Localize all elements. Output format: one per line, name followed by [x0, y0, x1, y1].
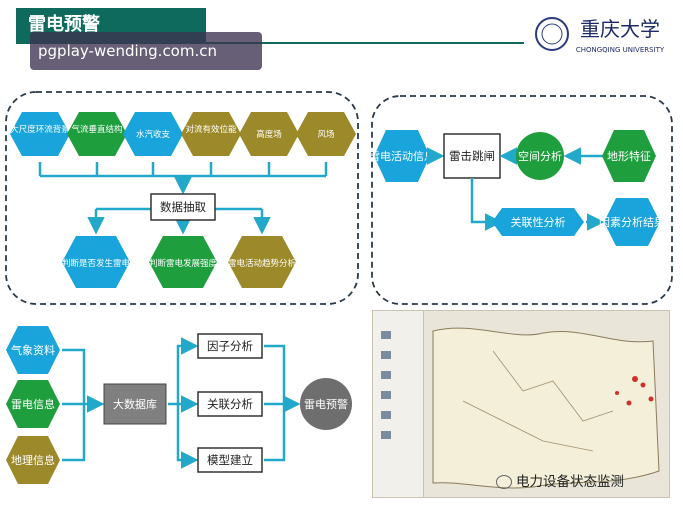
panel1-frame	[5, 91, 359, 305]
source-label-4: 对流有效位能	[185, 124, 237, 135]
terrain-hex: 地形特征	[602, 130, 656, 182]
source-hex-1: 大尺度环流背景	[10, 112, 70, 156]
seal-icon	[535, 17, 569, 51]
data-extract-box	[150, 193, 216, 221]
title-underline	[16, 42, 524, 44]
input-label-2: 雷电信息	[11, 397, 55, 411]
source-hex-6: 风场	[296, 112, 356, 156]
logo-text-en: CHONGQING UNIVERSITY	[576, 46, 665, 54]
trip-box	[443, 133, 501, 179]
space-circle	[516, 132, 564, 180]
input-hex-1: 气象资料	[6, 326, 60, 374]
model-label: 模型建立	[207, 453, 253, 467]
output-hex-2: 判断雷电发展强度	[149, 236, 218, 288]
footer-caption: 电力设备状态监测	[496, 470, 683, 496]
terrain-label: 地形特征	[607, 149, 651, 163]
page-title: 雷电预警	[28, 14, 100, 35]
warning-label: 雷电预警	[304, 397, 348, 411]
result-label: 因素分析结果	[599, 215, 665, 229]
gis-map	[372, 310, 670, 498]
output-label-1: 判断是否发生雷电	[62, 258, 131, 269]
logo-text-cn: 重庆大学	[580, 17, 660, 41]
input-hex-3: 地理信息	[6, 436, 60, 484]
panel2-frame	[371, 95, 673, 305]
database-label: 大数据库	[113, 397, 157, 411]
trip-label: 雷击跳闸	[449, 149, 495, 163]
database-box	[103, 383, 167, 425]
source-label-2: 气流垂直结构	[71, 124, 122, 135]
data-extract-label: 数据抽取	[160, 200, 206, 214]
warning-circle	[300, 378, 352, 430]
source-hex-4: 对流有效位能	[181, 112, 241, 156]
activity-label: 雷电活动信息	[369, 149, 435, 163]
factor-analysis-box	[197, 333, 263, 359]
result-hex: 因素分析结果	[599, 198, 665, 246]
output-hex-1: 判断是否发生雷电	[62, 236, 131, 288]
correlation-label: 关联性分析	[511, 215, 566, 229]
output-hex-3: 雷电活动趋势分析	[228, 236, 297, 288]
source-label-3: 水汽收支	[136, 129, 171, 140]
source-hex-3: 水汽收支	[123, 112, 183, 156]
model-box	[197, 447, 263, 473]
footer-text: 电力设备状态监测	[516, 474, 624, 490]
input-hex-2: 雷电信息	[6, 380, 60, 428]
activity-hex: 雷电活动信息	[369, 130, 435, 182]
correlation-analysis-box	[197, 391, 263, 417]
factor-analysis-label: 因子分析	[207, 339, 253, 353]
source-label-1: 大尺度环流背景	[10, 124, 70, 135]
output-label-2: 判断雷电发展强度	[149, 258, 218, 269]
source-hex-2: 气流垂直结构	[67, 112, 127, 156]
source-label-5: 高度场	[256, 129, 282, 140]
correlation-analysis-label: 关联分析	[207, 397, 253, 411]
output-label-3: 雷电活动趋势分析	[228, 258, 297, 269]
university-logo: 重庆大学 CHONGQING UNIVERSITY	[534, 12, 674, 58]
map-sidebar	[373, 311, 424, 497]
source-hex-5: 高度场	[239, 112, 299, 156]
input-label-3: 地理信息	[11, 453, 55, 467]
source-label-6: 风场	[317, 130, 334, 140]
watermark-banner: pgplay-wending.com.cn	[30, 32, 262, 70]
correlation-shape: 关联性分析	[492, 208, 584, 236]
wechat-icon	[496, 475, 512, 489]
input-label-1: 气象资料	[11, 343, 55, 357]
space-label: 空间分析	[518, 149, 562, 163]
